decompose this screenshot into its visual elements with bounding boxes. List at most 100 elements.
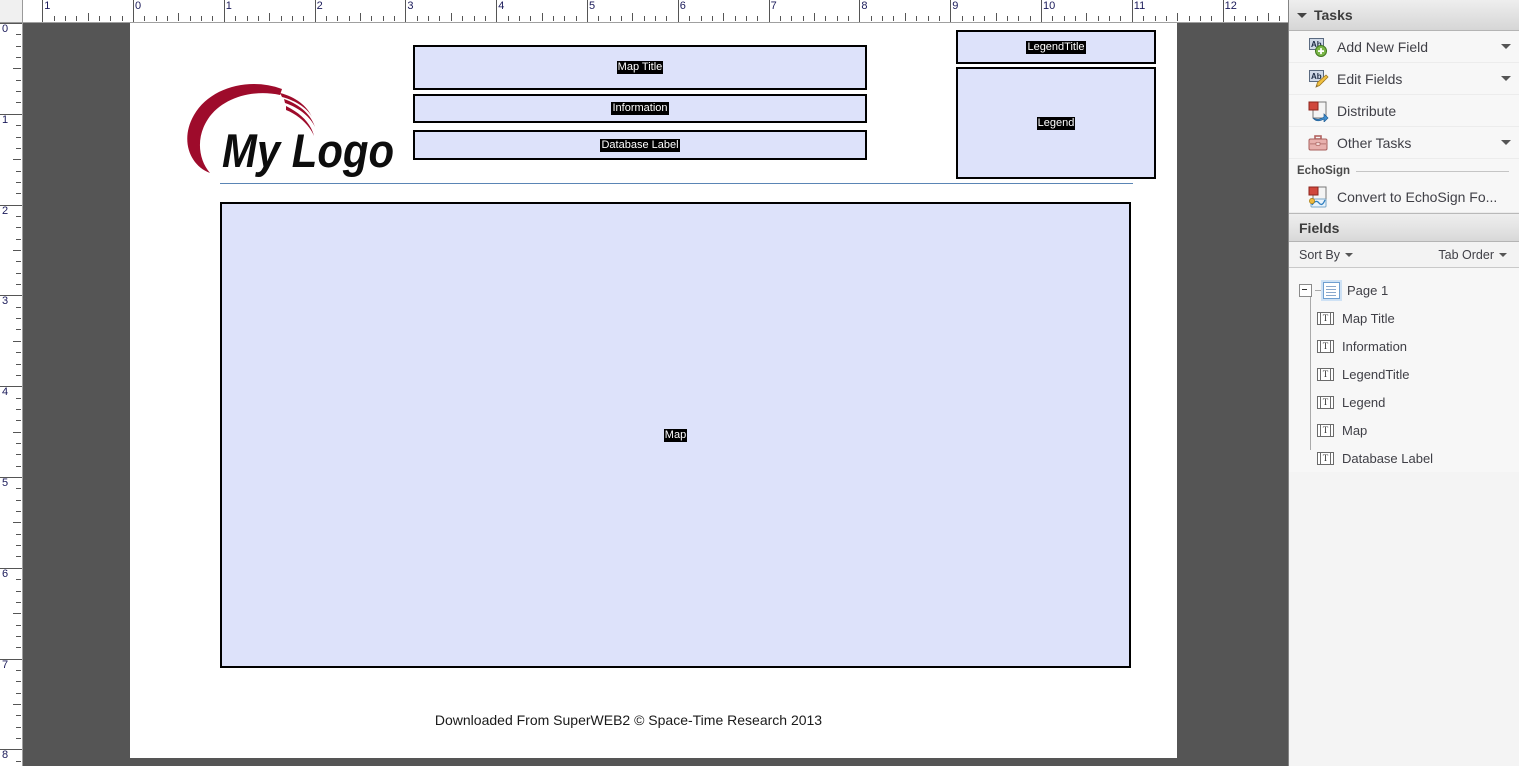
tree-node-map-title[interactable]: T Map Title: [1289, 304, 1519, 332]
ruler-major-tick: [0, 567, 22, 569]
tree-node-legend-title[interactable]: T LegendTitle: [1289, 360, 1519, 388]
task-item-edit-fields[interactable]: Ab Edit Fields: [1289, 63, 1519, 95]
ruler-minor-tick: [1086, 13, 1088, 21]
ruler-major-tick: [42, 0, 44, 22]
ruler-minor-tick: [1097, 16, 1099, 21]
ruler-label: 7: [770, 0, 777, 12]
ruler-minor-tick: [16, 465, 21, 467]
ruler-minor-tick: [13, 68, 21, 70]
ruler-label: 5: [2, 477, 9, 489]
tree-node-map[interactable]: T Map: [1289, 416, 1519, 444]
ruler-minor-tick: [16, 238, 21, 240]
fields-panel-header[interactable]: Fields: [1289, 213, 1519, 242]
ruler-label: 8: [861, 0, 868, 12]
ruler-minor-tick: [16, 397, 21, 399]
ruler-minor-tick: [643, 16, 645, 21]
ruler-minor-tick: [621, 16, 623, 21]
ruler-minor-tick: [16, 352, 21, 354]
ruler-minor-tick: [16, 91, 21, 93]
ruler-minor-tick: [1120, 16, 1122, 21]
ruler-major-tick: [1222, 0, 1224, 22]
ruler-minor-tick: [16, 227, 21, 229]
chevron-down-icon[interactable]: [1501, 140, 1511, 145]
tasks-panel-header[interactable]: Tasks: [1289, 0, 1519, 31]
tree-node-information[interactable]: T Information: [1289, 332, 1519, 360]
ruler-minor-tick: [666, 16, 668, 21]
tree-node-label: Map Title: [1342, 310, 1395, 326]
ruler-major-tick: [314, 0, 316, 22]
ruler-label: 8: [2, 749, 9, 762]
text-field-icon: T: [1317, 423, 1334, 437]
form-field-map-title[interactable]: Map Title: [413, 45, 867, 90]
distribute-icon: [1307, 100, 1329, 123]
ruler-label: 6: [679, 0, 686, 12]
ruler-minor-tick: [76, 16, 78, 21]
ruler-minor-tick: [16, 329, 21, 331]
ruler-corner: [0, 0, 23, 23]
ruler-minor-tick: [382, 16, 384, 21]
field-label: Information: [611, 102, 669, 115]
ruler-minor-tick: [16, 318, 21, 320]
collapse-expander-icon[interactable]: [1299, 283, 1312, 297]
ruler-minor-tick: [13, 340, 21, 342]
tree-node-database-label[interactable]: T Database Label: [1289, 444, 1519, 472]
tasks-panel-title: Tasks: [1314, 7, 1353, 23]
form-field-map[interactable]: Map: [220, 202, 1131, 668]
chevron-down-icon[interactable]: [1297, 12, 1307, 18]
ruler-minor-tick: [927, 16, 929, 21]
task-item-other-tasks[interactable]: Other Tasks: [1289, 127, 1519, 159]
ruler-minor-tick: [1199, 16, 1201, 21]
design-canvas[interactable]: My Logo Map Title Information Database L…: [23, 23, 1288, 766]
ruler-minor-tick: [291, 16, 293, 21]
document-page[interactable]: My Logo Map Title Information Database L…: [130, 23, 1177, 758]
text-field-glyph: T: [1322, 452, 1329, 463]
ruler-minor-tick: [110, 16, 112, 21]
ruler-minor-tick: [723, 13, 725, 21]
ruler-minor-tick: [16, 374, 21, 376]
task-item-convert-to-echosign[interactable]: Convert to EchoSign Fo...: [1289, 181, 1519, 213]
chevron-down-icon[interactable]: [1501, 44, 1511, 49]
ruler-minor-tick: [575, 16, 577, 21]
ruler-minor-tick: [848, 16, 850, 21]
ruler-minor-tick: [484, 16, 486, 21]
ruler-minor-tick: [518, 16, 520, 21]
form-field-legend-title[interactable]: LegendTitle: [956, 30, 1156, 64]
ruler-minor-tick: [16, 193, 21, 195]
tree-node-label: Legend: [1342, 394, 1386, 410]
task-item-add-new-field[interactable]: Ab Add New Field: [1289, 31, 1519, 63]
edit-fields-icon: Ab: [1307, 68, 1329, 90]
tree-node-label: LegendTitle: [1342, 366, 1410, 382]
ruler-minor-tick: [16, 125, 21, 127]
tab-order-dropdown[interactable]: Tab Order: [1438, 248, 1507, 262]
chevron-down-icon[interactable]: [1501, 76, 1511, 81]
ruler-minor-tick: [16, 408, 21, 410]
ruler-minor-tick: [13, 704, 21, 705]
ruler-minor-tick: [1075, 16, 1077, 21]
ruler-minor-tick: [16, 284, 21, 286]
ruler-minor-tick: [1177, 13, 1179, 21]
ruler-label: 3: [2, 295, 9, 308]
text-field-glyph: T: [1322, 312, 1329, 323]
ruler-minor-tick: [16, 545, 21, 547]
ruler-major-tick: [677, 0, 679, 22]
sort-by-dropdown[interactable]: Sort By: [1299, 248, 1353, 262]
ruler-minor-tick: [1006, 16, 1008, 21]
ruler-minor-tick: [201, 16, 203, 21]
ruler-minor-tick: [16, 102, 21, 104]
task-item-distribute[interactable]: Distribute: [1289, 95, 1519, 127]
form-field-information[interactable]: Information: [413, 94, 867, 123]
ruler-minor-tick: [269, 13, 271, 21]
form-field-database-label[interactable]: Database Label: [413, 130, 867, 160]
ruler-minor-tick: [1063, 16, 1065, 21]
tree-node-legend[interactable]: T Legend: [1289, 388, 1519, 416]
ruler-major-tick: [223, 0, 225, 22]
ruler-minor-tick: [836, 16, 838, 21]
tree-node-page-1[interactable]: Page 1: [1289, 276, 1519, 304]
form-field-legend[interactable]: Legend: [956, 67, 1156, 179]
ruler-minor-tick: [16, 726, 21, 728]
ruler-minor-tick: [655, 16, 657, 21]
ruler-minor-tick: [711, 16, 713, 21]
ruler-minor-tick: [564, 16, 566, 21]
